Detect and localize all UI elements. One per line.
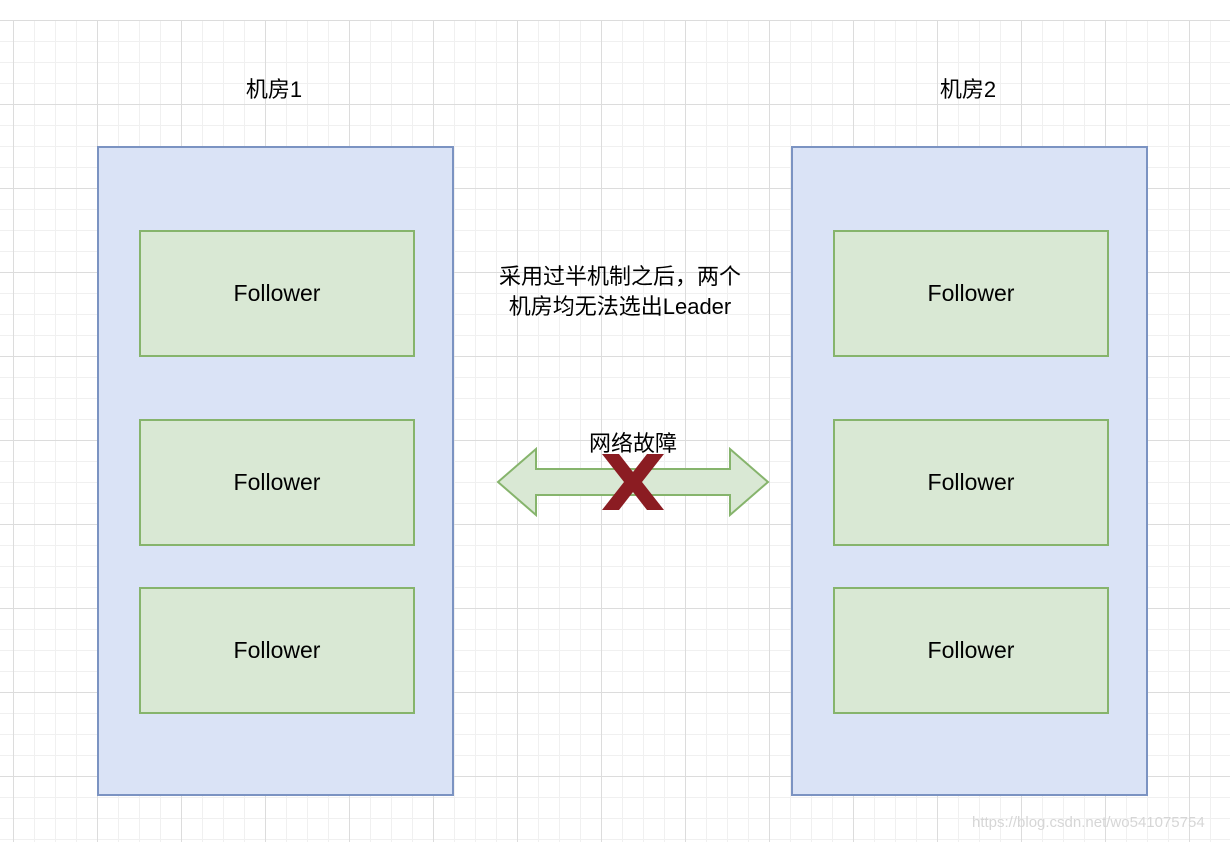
room-1-follower-node[interactable]: Follower xyxy=(139,419,415,546)
x-mark-shape xyxy=(602,454,664,510)
canvas-top-margin xyxy=(0,0,1230,20)
room-2-follower-node[interactable]: Follower xyxy=(833,419,1109,546)
room-2-container[interactable]: Follower Follower Follower xyxy=(791,146,1148,796)
watermark: https://blog.csdn.net/wo541075754 xyxy=(972,814,1205,831)
room-1-follower-node[interactable]: Follower xyxy=(139,230,415,357)
room-1-follower-node[interactable]: Follower xyxy=(139,587,415,714)
network-fault-label: 网络故障 xyxy=(588,431,677,456)
room-2-follower-node[interactable]: Follower xyxy=(833,587,1109,714)
room-1-title: 机房1 xyxy=(245,77,303,102)
election-note: 采用过半机制之后，两个 机房均无法选出Leader xyxy=(470,262,770,322)
election-note-line-1: 采用过半机制之后，两个 xyxy=(498,264,741,289)
x-mark-icon xyxy=(602,454,664,510)
election-note-line-2: 机房均无法选出Leader xyxy=(508,294,732,319)
room-1-container[interactable]: Follower Follower Follower xyxy=(97,146,454,796)
room-2-follower-node[interactable]: Follower xyxy=(833,230,1109,357)
room-2-title: 机房2 xyxy=(939,77,997,102)
